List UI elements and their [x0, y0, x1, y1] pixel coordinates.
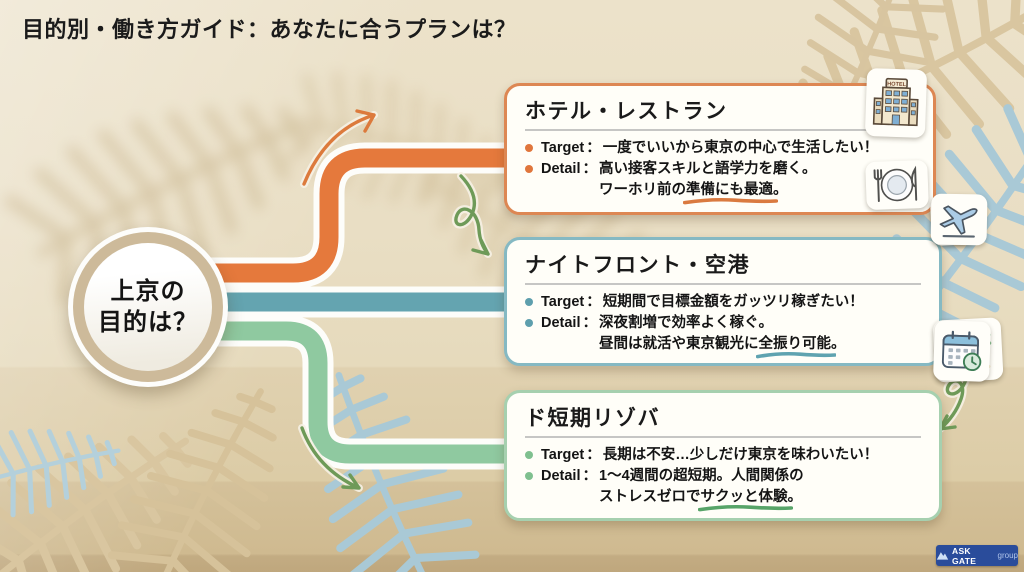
ask-gate-logo-icon: [936, 552, 949, 560]
hotel-icon: HOTEL: [864, 67, 928, 139]
center-line2: 目的は？: [98, 309, 198, 336]
svg-text:HOTEL: HOTEL: [887, 81, 907, 88]
bullet-dot: [525, 451, 533, 459]
hand-drawn-underline: 全振り可能: [755, 334, 836, 359]
calendar-clock-icon: [932, 320, 992, 382]
plan-card-nightfront-airport: ナイトフロント・空港 Target： 短期間で目標金額をガッツリ稼ぎたい！ De…: [504, 193, 988, 366]
target-row: Target： 一度でいいから東京の中心で生活したい！: [525, 138, 919, 159]
card-title: ナイトフロント・空港: [525, 254, 750, 277]
bullet-dot: [525, 164, 533, 173]
logo-suffix: group: [997, 551, 1018, 560]
branch-green-casing: [186, 315, 508, 470]
airplane-icon: [930, 193, 988, 246]
bullet-dot: [525, 144, 533, 152]
detail-row: Detail： 高い接客スキルと語学力を磨く。 ワーホリ前の準備にも最適。: [525, 159, 919, 205]
divider: [525, 283, 921, 285]
page-title: 目的別・働き方ガイド：あなたに合うプランは？: [22, 17, 517, 42]
center-question-node: 上京の 目的は？: [68, 227, 228, 387]
plan-card-short-resort-job: ド短期リゾバ Target： 長期は不安…少しだけ東京を味わいたい！ Detai…: [504, 317, 1004, 521]
divider: [525, 129, 915, 131]
center-line1: 上京の: [110, 277, 186, 305]
logo-text: ASK GATE: [952, 545, 977, 566]
detail-row: Detail： 1〜4週間の超短期。人間関係の ストレスゼロでサクッと体験。: [525, 466, 925, 512]
center-node-label: 上京の 目的は？: [84, 243, 212, 371]
branch-green: [186, 321, 508, 464]
target-row: Target： 短期間で目標金額をガッツリ稼ぎたい！: [525, 292, 925, 313]
divider: [525, 436, 921, 438]
detail-row: Detail： 深夜割増で効率よく稼ぐ。 昼間は就活や東京観光に全振り可能。: [525, 313, 925, 359]
ask-gate-logo: ASK GATE group: [936, 545, 1018, 566]
bullet-dot: [525, 318, 533, 327]
bullet-dot: [525, 471, 533, 480]
plan-card-hotel-restaurant: ホテル・レストラン Target： 一度でいいから東京の中心で生活したい！ De…: [504, 67, 936, 215]
green-curved-arrow-3: [300, 426, 361, 490]
branch-orange: [186, 148, 508, 283]
hand-drawn-underline: 準備にも最適: [683, 180, 778, 205]
bullet-dot: [525, 298, 533, 306]
restaurant-plate-icon: [865, 159, 929, 211]
hand-drawn-underline: サクッと体験: [697, 487, 793, 512]
card-title: ホテル・レストラン: [525, 100, 728, 123]
green-curly-arrow-1: [454, 174, 490, 256]
card-title: ド短期リゾバ: [525, 407, 660, 430]
orange-curved-arrow: [302, 109, 376, 186]
target-row: Target： 長期は不安…少しだけ東京を味わいたい！: [525, 445, 925, 466]
